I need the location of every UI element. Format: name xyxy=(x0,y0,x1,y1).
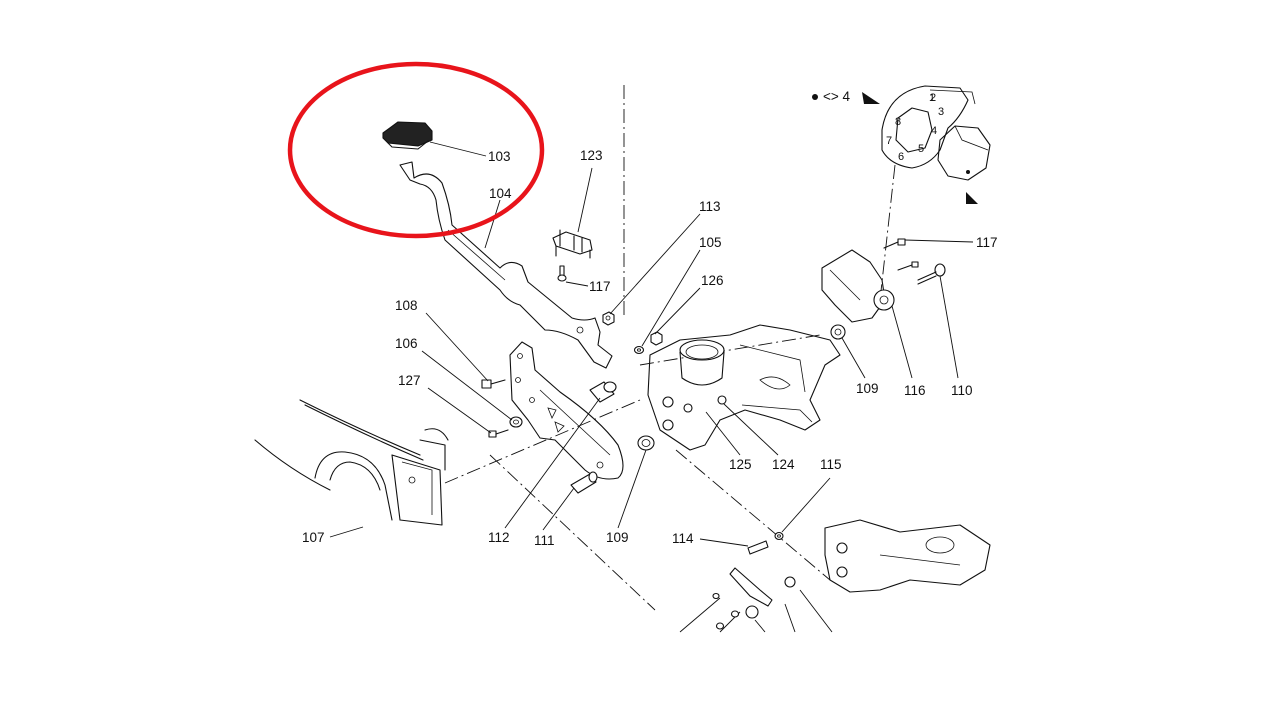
bolt-108 xyxy=(481,379,506,389)
link-lower xyxy=(679,567,833,633)
gearbox-housing xyxy=(647,324,841,451)
bushing-109a xyxy=(637,435,655,451)
callout-116: 116 xyxy=(904,383,926,398)
seq-number: 1 xyxy=(929,92,935,104)
callout-104: 104 xyxy=(489,186,512,201)
tightening-sequence-detail: <> 4 1 2 3 4 5 6 7 8 xyxy=(812,85,991,204)
pedal-pad-103 xyxy=(382,121,433,150)
torque-sequence-label: <> 4 xyxy=(823,89,851,104)
seq-number: 8 xyxy=(895,116,901,128)
callout-103: 103 xyxy=(488,149,511,164)
screw-124 xyxy=(717,395,727,405)
callout-117: 117 xyxy=(976,235,998,250)
screw-117b xyxy=(883,238,919,271)
screw-127 xyxy=(488,429,509,438)
callout-115: 115 xyxy=(820,457,842,472)
seq-number: 4 xyxy=(931,125,937,137)
callout-105: 105 xyxy=(699,235,722,250)
callout-113: 113 xyxy=(699,199,721,214)
callout-109: 109 xyxy=(856,381,879,396)
centre-axis-lines xyxy=(444,85,896,611)
callout-114: 114 xyxy=(672,531,694,546)
switch-bracket-123 xyxy=(552,229,593,259)
lower-bracket xyxy=(824,519,991,593)
callout-110: 110 xyxy=(951,383,973,398)
pedal-arm-104 xyxy=(399,161,613,369)
screw-117a xyxy=(557,265,567,282)
seq-number: 2 xyxy=(930,92,936,104)
washer-105 xyxy=(633,345,645,355)
nut-126 xyxy=(650,331,663,346)
bracket-plate-112 xyxy=(509,341,624,480)
bushing-109b xyxy=(830,324,846,340)
spacer-106 xyxy=(509,416,523,428)
pivot-bracket-116 xyxy=(821,249,895,323)
callout-123: 123 xyxy=(580,148,603,163)
callout-106: 106 xyxy=(395,336,418,351)
seq-number: 6 xyxy=(898,151,904,163)
washer-115 xyxy=(774,531,784,541)
bullet-dot-icon xyxy=(812,94,818,100)
fender-housing xyxy=(254,399,449,526)
seq-number: 7 xyxy=(886,135,892,147)
callout-111: 111 xyxy=(534,533,555,548)
callout-108: 108 xyxy=(395,298,418,313)
nut-113 xyxy=(602,311,615,326)
callout-109: 109 xyxy=(606,530,629,545)
callout-126: 126 xyxy=(701,273,724,288)
callout-leaders xyxy=(329,141,974,547)
pin-111 xyxy=(570,471,598,494)
seq-number: 5 xyxy=(918,143,924,155)
callout-112: 112 xyxy=(488,530,510,545)
callout-124: 124 xyxy=(772,457,795,472)
bushing xyxy=(589,381,617,403)
callout-107: 107 xyxy=(302,530,325,545)
callout-125: 125 xyxy=(729,457,752,472)
callout-127: 127 xyxy=(398,373,421,388)
highlight-circle xyxy=(287,61,545,239)
bolt-110 xyxy=(917,263,946,285)
seq-number: 3 xyxy=(938,106,944,118)
pin-114 xyxy=(747,540,769,555)
arrow-icon xyxy=(966,192,978,204)
callout-labels: 103 104 123 117 113 105 126 108 106 127 … xyxy=(302,148,998,548)
callout-117: 117 xyxy=(589,279,611,294)
arrow-icon xyxy=(862,92,880,104)
